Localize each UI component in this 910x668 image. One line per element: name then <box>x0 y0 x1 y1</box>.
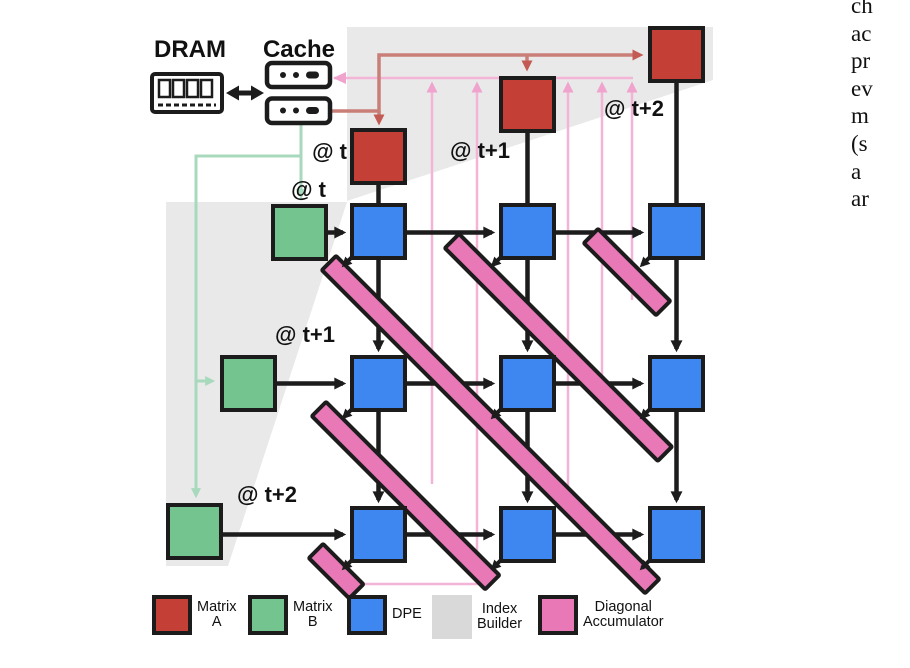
legend-label: Index Builder <box>477 600 523 632</box>
timing-label-b-t1: @ t+1 <box>275 322 335 347</box>
matrix-b-square <box>166 503 223 560</box>
matrix-a-square <box>350 128 407 185</box>
legend-item-matrix-a: Matrix A <box>152 595 236 635</box>
dpe-square <box>648 355 705 412</box>
timing-label-a-t1: @ t+1 <box>450 138 510 163</box>
dpe-square <box>648 506 705 563</box>
timing-label-a-t: @ t <box>312 139 348 164</box>
timing-label-b-t: @ t <box>291 177 327 202</box>
dpe-square <box>350 506 407 563</box>
matrix-a-path <box>330 49 644 126</box>
matrix-b-square <box>271 204 328 261</box>
legend-label: Diagonal Accumulator <box>583 598 664 630</box>
matrix-a-square <box>499 76 556 133</box>
red-bus-line <box>330 49 644 113</box>
index-builder-swatch <box>432 595 472 639</box>
dpe-swatch <box>347 595 387 635</box>
dram-icon <box>150 72 224 114</box>
legend-item-dpe: DPE <box>347 595 422 635</box>
dpe-square <box>499 355 556 412</box>
legend-item-index-builder: Index Builder <box>432 595 522 639</box>
dpe-square <box>499 203 556 260</box>
dram-label: DRAM <box>154 36 226 63</box>
dpe-square <box>350 203 407 260</box>
diagonal-accumulator-bar <box>582 227 672 317</box>
pink-arrow-into-cache-icon <box>333 72 346 84</box>
matrix-b-swatch <box>248 595 288 635</box>
diagonal-accumulators <box>307 227 674 600</box>
matrix-a-square <box>648 26 705 83</box>
matrix-b-square <box>220 355 277 412</box>
diagonal-accumulator-bar <box>310 400 501 591</box>
diagonal-accumulator-swatch <box>538 595 578 635</box>
timing-label-a-t2: @ t+2 <box>604 96 664 121</box>
dpe-square <box>648 203 705 260</box>
matrix-a-swatch <box>152 595 192 635</box>
matrix-b-path <box>190 123 307 499</box>
legend-label: Matrix A <box>197 598 237 630</box>
diagonal-accumulator-bar <box>443 232 674 463</box>
matrix-b-squares <box>166 204 328 560</box>
matrix-a-squares <box>350 26 705 185</box>
legend-label: DPE <box>392 606 422 623</box>
legend-item-matrix-b: Matrix B <box>248 595 332 635</box>
dram-cache-arrow <box>226 85 264 101</box>
cache-label: Cache <box>263 36 335 63</box>
timing-label-b-t2: @ t+2 <box>237 482 297 507</box>
page-text-fragment: ch ac pr ev m (s a ar <box>851 0 873 212</box>
dpe-square <box>499 506 556 563</box>
dpe-squares <box>350 203 705 563</box>
dpe-square <box>350 355 407 412</box>
legend-item-diagonal-accumulator: Diagonal Accumulator <box>538 595 664 635</box>
cache-icon <box>264 60 333 126</box>
legend-label: Matrix B <box>293 598 333 630</box>
